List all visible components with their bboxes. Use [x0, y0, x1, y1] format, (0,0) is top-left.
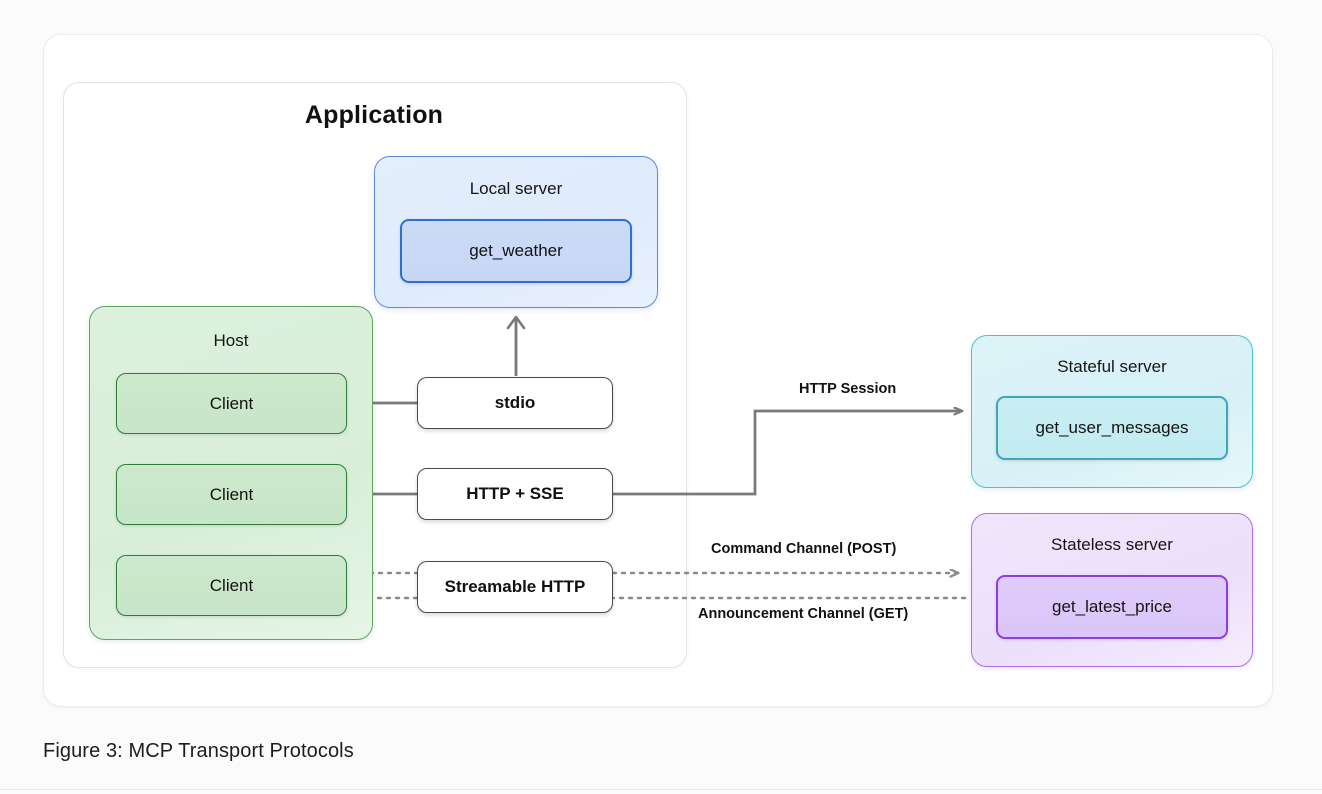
- local-server-title: Local server: [469, 179, 563, 198]
- host-title: Host: [213, 331, 249, 350]
- stateful-server-title: Stateful server: [1057, 357, 1167, 376]
- client-box-2[interactable]: Client: [116, 464, 347, 525]
- transport-streamable-http[interactable]: Streamable HTTP: [417, 561, 613, 613]
- wire-stdio-up-arrowhead: [506, 315, 526, 330]
- connector-label-http-session: HTTP Session: [799, 381, 897, 397]
- stateless-server-title: Stateless server: [1051, 535, 1173, 554]
- figure-caption: Figure 3: MCP Transport Protocols: [43, 740, 354, 762]
- tool-get-user-messages[interactable]: get_user_messages: [996, 396, 1228, 460]
- application-title: Application: [304, 101, 444, 129]
- client-box-3[interactable]: Client: [116, 555, 347, 616]
- transport-http-sse[interactable]: HTTP + SSE: [417, 468, 613, 520]
- wire-http-session: [613, 411, 962, 496]
- bottom-divider: [0, 789, 1322, 790]
- tool-get-latest-price[interactable]: get_latest_price: [996, 575, 1228, 639]
- connector-label-announcement-channel: Announcement Channel (GET): [698, 606, 909, 622]
- tool-get-weather[interactable]: get_weather: [400, 219, 632, 283]
- connector-label-command-channel: Command Channel (POST): [711, 541, 897, 557]
- client-box-1[interactable]: Client: [116, 373, 347, 434]
- transport-stdio[interactable]: stdio: [417, 377, 613, 429]
